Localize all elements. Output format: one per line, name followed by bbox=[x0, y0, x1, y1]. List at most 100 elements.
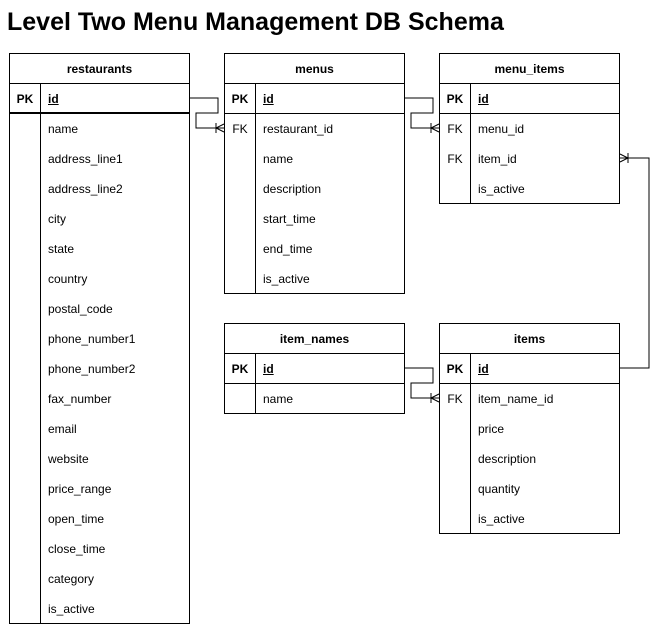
field-name: phone_number1 bbox=[48, 332, 136, 346]
pk-label: PK bbox=[446, 92, 464, 106]
key-label bbox=[10, 264, 40, 294]
field-row: is_active bbox=[440, 174, 619, 204]
field-row: phone_number2 bbox=[10, 354, 189, 384]
field-name: item_id bbox=[478, 152, 517, 166]
key-label bbox=[10, 144, 40, 174]
field-row: state bbox=[10, 234, 189, 264]
table-header: menu_items bbox=[440, 54, 619, 84]
key-label bbox=[225, 264, 255, 294]
field-name: start_time bbox=[263, 212, 316, 226]
relationship-restaurants-menus bbox=[190, 97, 225, 133]
fk-label: FK bbox=[232, 122, 248, 136]
column-divider bbox=[40, 84, 41, 623]
field-row: email bbox=[10, 414, 189, 444]
field-row: description bbox=[225, 174, 404, 204]
field-name: phone_number2 bbox=[48, 362, 136, 376]
field-name: description bbox=[263, 182, 322, 196]
pk-label: PK bbox=[231, 92, 249, 106]
field-name: restaurant_id bbox=[263, 122, 334, 136]
field-row: price_range bbox=[10, 474, 189, 504]
field-name: fax_number bbox=[48, 392, 112, 406]
table-header: items bbox=[440, 324, 619, 354]
pk-row: PK id bbox=[440, 84, 619, 114]
key-label bbox=[10, 594, 40, 624]
key-label bbox=[10, 564, 40, 594]
field-name: price_range bbox=[48, 482, 112, 496]
field-row: start_time bbox=[225, 204, 404, 234]
key-label bbox=[10, 504, 40, 534]
table-header: item_names bbox=[225, 324, 404, 354]
field-name: name bbox=[263, 392, 294, 406]
table-item-names[interactable]: item_names PK id name bbox=[224, 323, 405, 414]
key-label bbox=[225, 174, 255, 204]
key-label bbox=[10, 474, 40, 504]
key-label bbox=[10, 324, 40, 354]
field-name: website bbox=[48, 452, 89, 466]
fk-label: FK bbox=[447, 152, 463, 166]
pk-row: PK id bbox=[225, 84, 404, 114]
field-name: state bbox=[48, 242, 75, 256]
fk-label: FK bbox=[447, 122, 463, 136]
key-label bbox=[10, 354, 40, 384]
field-name: is_active bbox=[478, 512, 525, 526]
field-name: name bbox=[48, 122, 79, 136]
relationship-menus-menu-items bbox=[405, 97, 440, 133]
key-label bbox=[225, 234, 255, 264]
field-row: quantity bbox=[440, 474, 619, 504]
field-row: name bbox=[10, 114, 189, 144]
field-row: fax_number bbox=[10, 384, 189, 414]
field-name: price bbox=[478, 422, 505, 436]
relationship-items-menu-items bbox=[619, 153, 650, 369]
field-row: website bbox=[10, 444, 189, 474]
pk-label: PK bbox=[16, 92, 34, 106]
field-row: is_active bbox=[10, 594, 189, 624]
column-divider bbox=[470, 84, 471, 203]
field-row: address_line2 bbox=[10, 174, 189, 204]
field-row: phone_number1 bbox=[10, 324, 189, 354]
key-label bbox=[10, 174, 40, 204]
key-label bbox=[225, 204, 255, 234]
field-name: is_active bbox=[263, 272, 310, 286]
relationship-item-names-items bbox=[405, 367, 440, 403]
pk-row: PK id bbox=[440, 354, 619, 384]
field-row: city bbox=[10, 204, 189, 234]
field-name: menu_id bbox=[478, 122, 525, 136]
field-name: is_active bbox=[48, 602, 95, 616]
field-name: country bbox=[48, 272, 88, 286]
key-label bbox=[440, 174, 470, 204]
field-row: end_time bbox=[225, 234, 404, 264]
key-label bbox=[225, 384, 255, 414]
field-name: city bbox=[48, 212, 66, 226]
pk-field: id bbox=[478, 362, 489, 376]
key-label bbox=[440, 414, 470, 444]
column-divider bbox=[470, 354, 471, 533]
field-name: category bbox=[48, 572, 95, 586]
column-divider bbox=[255, 354, 256, 413]
diagram-title: Level Two Menu Management DB Schema bbox=[7, 8, 504, 36]
field-name: close_time bbox=[48, 542, 106, 556]
key-label bbox=[10, 294, 40, 324]
field-row: address_line1 bbox=[10, 144, 189, 174]
field-name: postal_code bbox=[48, 302, 113, 316]
field-row: is_active bbox=[440, 504, 619, 534]
field-name: address_line2 bbox=[48, 182, 123, 196]
field-row: name bbox=[225, 384, 404, 414]
field-name: quantity bbox=[478, 482, 521, 496]
pk-label: PK bbox=[446, 362, 464, 376]
fk-label: FK bbox=[447, 392, 463, 406]
field-row: FK item_id bbox=[440, 144, 619, 174]
key-label bbox=[10, 534, 40, 564]
field-row: is_active bbox=[225, 264, 404, 294]
key-label bbox=[10, 444, 40, 474]
field-name: end_time bbox=[263, 242, 313, 256]
field-row: close_time bbox=[10, 534, 189, 564]
field-row: country bbox=[10, 264, 189, 294]
field-row: category bbox=[10, 564, 189, 594]
